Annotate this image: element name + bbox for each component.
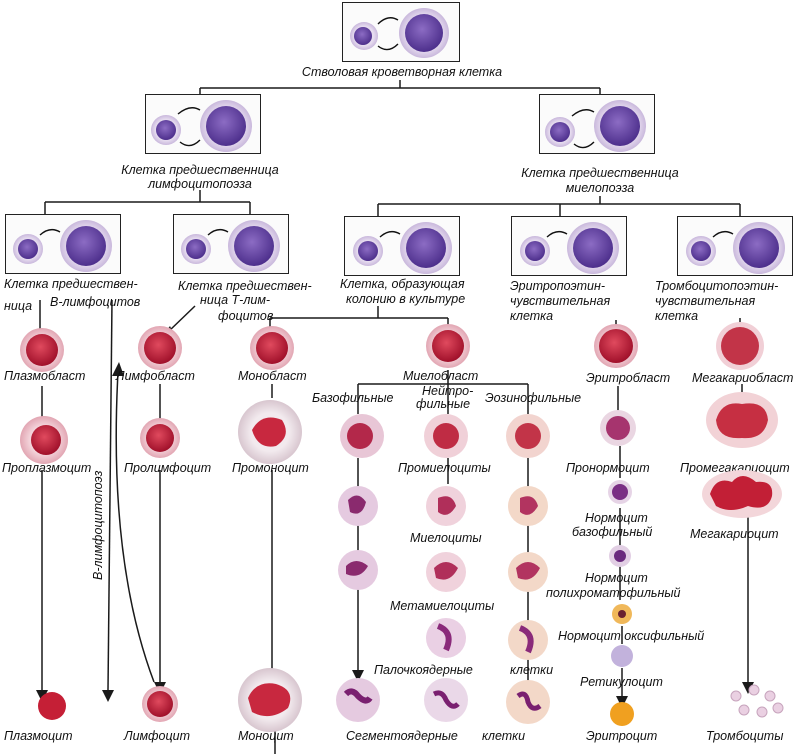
label-monoblast: Монобласт <box>238 369 307 383</box>
label-normo-baso-2: базофильный <box>572 525 653 539</box>
plasmocyte-cell <box>38 692 66 720</box>
myelo-progenitor-cells <box>545 100 646 152</box>
label-cfu-1: Клетка, образующая <box>340 277 465 291</box>
lymphoblast-cell <box>138 326 182 370</box>
label-segmented: Сегментоядерные <box>346 729 458 743</box>
normocyte-baso-cell <box>608 480 632 504</box>
label-ery-progenitor-2: чувствительная <box>510 294 611 308</box>
label-erythrocyte: Эритроцит <box>586 729 658 743</box>
label-prolymphocyte: Пролимфоцит <box>124 461 212 475</box>
label-b-progenitor-2: ница <box>4 299 33 313</box>
label-metamyelocytes: Метамиелоциты <box>390 599 495 613</box>
label-myelo-progenitor-2: миелопоэза <box>565 181 635 195</box>
label-myelocytes: Миелоциты <box>410 531 482 545</box>
label-normo-baso-1: Нормоцит <box>585 511 648 525</box>
label-neutrophilic-2: фильные <box>416 397 471 411</box>
label-promegakaryocyte: Промегакариоцит <box>680 461 790 475</box>
label-platelets: Тромбоциты <box>706 729 784 743</box>
plasmoblast-cell <box>20 328 64 372</box>
label-myeloblast: Миелобласт <box>403 369 479 383</box>
label-thr-progenitor-3: клетка <box>655 309 699 323</box>
label-myelo-progenitor-1: Клетка предшественница <box>521 166 679 180</box>
proplasmocyte-cell <box>20 416 68 464</box>
erythrocyte-cell <box>610 702 634 726</box>
thr-progenitor-cells <box>686 222 785 274</box>
label-pronormocyte: Пронормоцит <box>566 461 650 475</box>
erythroblast-cell <box>594 324 638 368</box>
label-neutrophilic-1: Нейтро- <box>422 384 474 398</box>
label-plasmocyte: Плазмоцит <box>4 729 73 743</box>
label-stem: Стволовая кроветворная клетка <box>301 65 503 79</box>
segmented-eosino-cell <box>506 680 550 724</box>
label-reticulocyte: Ретикулоцит <box>580 675 663 689</box>
metamyelocyte-eosino-cell <box>508 552 548 592</box>
prolymphocyte-cell <box>140 418 180 458</box>
monoblast-cell <box>250 326 294 370</box>
cfu-cells <box>353 222 452 274</box>
myelocyte-baso-cell <box>338 486 378 526</box>
normocyte-oxy-cell <box>612 604 632 624</box>
label-eosinophilic: Эозинофильные <box>485 391 582 405</box>
label-lymph-progenitor-1: Клетка предшественница <box>121 163 279 177</box>
promyelocyte-eosino-cell <box>506 414 550 458</box>
label-megakaryocyte: Мегакариоцит <box>690 527 779 541</box>
label-cells-1: клетки <box>510 663 554 677</box>
label-plasmoblast: Плазмобласт <box>4 369 86 383</box>
label-thr-progenitor-1: Тромбоцитопоэтин- <box>655 279 779 293</box>
normocyte-poly-cell <box>609 545 631 567</box>
label-proplasmocyte: Проплазмоцит <box>2 461 92 475</box>
label-ery-progenitor-3: клетка <box>510 309 554 323</box>
t-progenitor-cells <box>181 220 280 272</box>
label-lymphoblast: Лимфобласт <box>116 369 195 383</box>
label-basophilic: Базофильные <box>312 391 394 405</box>
reticulocyte-cell <box>611 645 633 667</box>
label-band: Палочкоядерные <box>374 663 473 677</box>
pronormocyte-cell <box>600 410 636 446</box>
label-normo-poly-1: Нормоцит <box>585 571 648 585</box>
megakaryoblast-cell <box>716 322 764 370</box>
label-lymphocyte: Лимфоцит <box>124 729 190 743</box>
stem-cells <box>350 8 449 58</box>
promegakaryocyte-cell <box>706 392 778 448</box>
label-normo-poly-2: полихроматофильный <box>546 586 681 600</box>
segmented-neutro-cell <box>424 678 468 722</box>
promyelocyte-baso-cell <box>340 414 384 458</box>
segmented-baso-cell <box>336 678 380 722</box>
myelocyte-eosino-cell <box>508 486 548 526</box>
myelocyte-neutro-cell <box>426 486 466 526</box>
label-promyelocytes: Промиелоциты <box>398 461 491 475</box>
label-lymph-progenitor-2: лимфоцитопоэза <box>148 177 252 191</box>
label-promonocyte: Промоноцит <box>232 461 309 475</box>
label-megakaryoblast: Мегакариобласт <box>692 371 794 385</box>
lymphocyte-cell <box>142 686 178 722</box>
platelets-cells <box>730 684 784 718</box>
label-ery-progenitor-1: Эритропоэтин- <box>510 279 605 293</box>
label-cells-2: клетки <box>482 729 526 743</box>
metamyelocyte-neutro-cell <box>426 552 466 592</box>
label-t-progenitor-1: Клетка предшествен- <box>178 279 312 293</box>
label-b-progenitor-1: Клетка предшествен- <box>4 277 138 291</box>
label-erythroblast: Эритробласт <box>586 371 671 385</box>
myeloblast-cell <box>426 324 470 368</box>
label-t-progenitor-3: фоцитов <box>218 309 274 323</box>
label-normo-oxy: Нормоцит оксифильный <box>558 629 705 643</box>
band-neutro-cell <box>426 618 466 658</box>
promonocyte-cell <box>238 400 302 464</box>
label-cfu-2: колонию в культуре <box>346 292 466 306</box>
label-thr-progenitor-2: чувствительная <box>655 294 756 308</box>
label-monocyte: Моноцит <box>238 729 294 743</box>
monocyte-cell <box>238 668 302 732</box>
b-progenitor-cells <box>13 220 112 272</box>
lymph-progenitor-cells <box>151 100 252 152</box>
promyelocyte-neutro-cell <box>424 414 468 458</box>
label-t-progenitor-2: ница Т-лим- <box>200 293 271 307</box>
ery-progenitor-cells <box>520 222 619 274</box>
megakaryocyte-cell <box>702 470 782 518</box>
band-eosino-cell <box>508 620 548 660</box>
label-b-progenitor-3: В-лимфоцитов <box>50 295 141 309</box>
metamyelocyte-baso-cell <box>338 550 378 590</box>
